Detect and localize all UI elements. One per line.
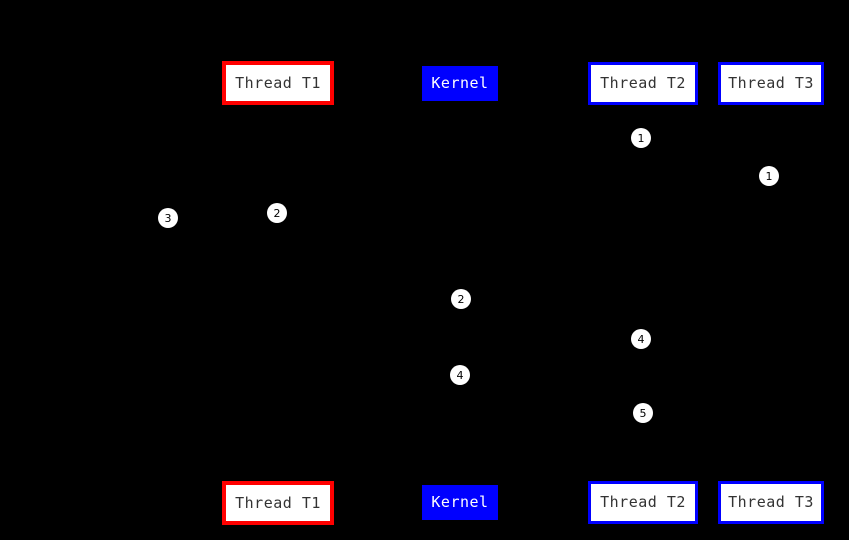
sequence-marker-label: 1 bbox=[765, 169, 773, 183]
participant-thread-t1-bottom[interactable]: Thread T1 bbox=[222, 481, 334, 525]
sequence-marker-label: 3 bbox=[164, 211, 172, 225]
message-arrow-2 bbox=[688, 186, 770, 187]
sequence-marker-4-t2: 4 bbox=[631, 329, 651, 349]
sequence-marker-label: 4 bbox=[637, 332, 645, 346]
participant-kernel-bottom[interactable]: Kernel bbox=[422, 485, 498, 520]
sequence-marker-4-kernel: 4 bbox=[450, 365, 470, 385]
sequence-marker-label: 2 bbox=[457, 292, 465, 306]
participant-label: Thread T2 bbox=[600, 74, 686, 92]
participant-label: Thread T1 bbox=[235, 493, 321, 512]
sequence-marker-label: 5 bbox=[639, 406, 647, 420]
participant-label: Thread T3 bbox=[728, 493, 814, 511]
lifeline-thread-t1 bbox=[277, 105, 279, 481]
message-arrow-3 bbox=[188, 228, 278, 229]
participant-label: Thread T3 bbox=[728, 74, 814, 92]
participant-label: Kernel bbox=[431, 74, 489, 92]
sequence-marker-1-t2: 1 bbox=[631, 128, 651, 148]
sequence-marker-1-t3: 1 bbox=[759, 166, 779, 186]
participant-thread-t3-top[interactable]: Thread T3 bbox=[718, 62, 824, 105]
message-arrow-6 bbox=[560, 349, 642, 350]
participant-label: Thread T2 bbox=[600, 493, 686, 511]
participant-label: Kernel bbox=[431, 493, 489, 511]
sequence-marker-label: 1 bbox=[637, 131, 645, 145]
lifeline-thread-t2 bbox=[642, 105, 644, 481]
message-arrow-7 bbox=[380, 385, 460, 386]
lifeline-thread-t3 bbox=[770, 105, 772, 481]
sequence-marker-label: 2 bbox=[273, 206, 281, 220]
sequence-marker-label: 4 bbox=[456, 368, 464, 382]
sequence-marker-5-t2: 5 bbox=[633, 403, 653, 423]
participant-kernel-top[interactable]: Kernel bbox=[422, 66, 498, 101]
message-arrow-4 bbox=[278, 223, 358, 224]
sequence-marker-2-kernel: 2 bbox=[451, 289, 471, 309]
sequence-marker-2-t1: 2 bbox=[267, 203, 287, 223]
participant-label: Thread T1 bbox=[235, 73, 321, 92]
sequence-marker-3-t1: 3 bbox=[158, 208, 178, 228]
participant-thread-t2-bottom[interactable]: Thread T2 bbox=[588, 481, 698, 524]
message-arrow-1 bbox=[560, 148, 642, 149]
message-arrow-5 bbox=[380, 309, 460, 310]
message-arrow-8 bbox=[560, 423, 642, 424]
participant-thread-t2-top[interactable]: Thread T2 bbox=[588, 62, 698, 105]
participant-thread-t1-top[interactable]: Thread T1 bbox=[222, 61, 334, 105]
participant-thread-t3-bottom[interactable]: Thread T3 bbox=[718, 481, 824, 524]
